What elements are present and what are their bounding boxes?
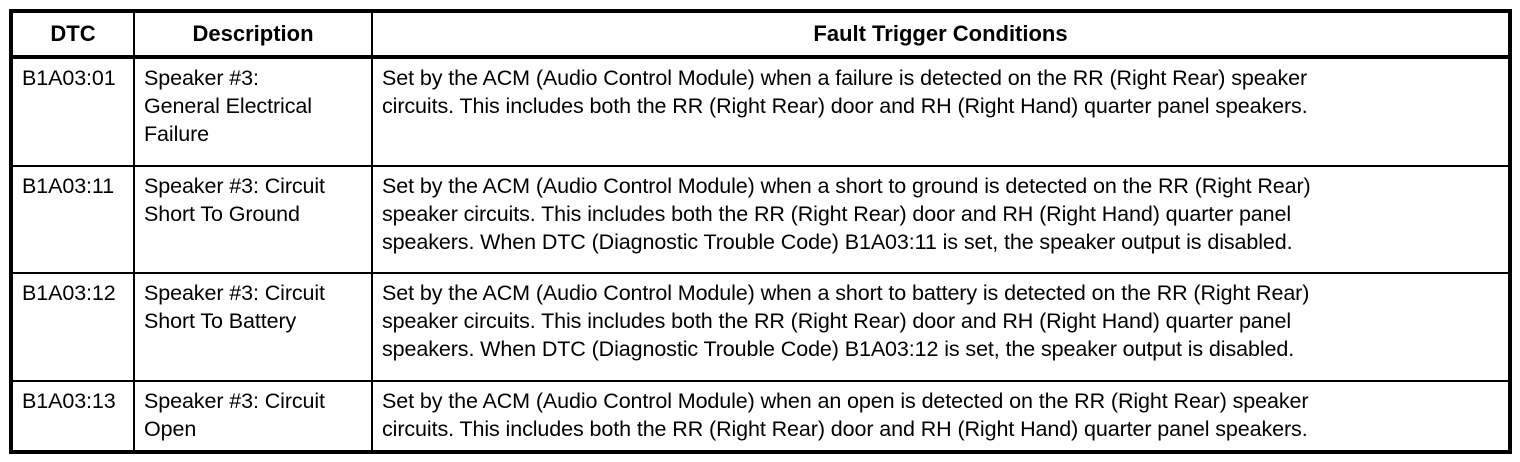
column-header-fault-trigger-conditions: Fault Trigger Conditions xyxy=(371,10,1511,59)
dtc-code-cell: B1A03:11 xyxy=(10,165,135,274)
dtc-code-cell: B1A03:12 xyxy=(10,272,135,382)
dtc-fault-table: DTC Description Fault Trigger Conditions… xyxy=(9,9,1512,454)
table-header: DTC Description Fault Trigger Conditions xyxy=(10,10,1511,59)
column-header-description: Description xyxy=(133,10,373,59)
table-row: B1A03:12 Speaker #3: Circuit Short To Ba… xyxy=(10,272,1511,382)
fault-trigger-conditions-cell: Set by the ACM (Audio Control Module) wh… xyxy=(371,56,1511,167)
fault-trigger-conditions-cell: Set by the ACM (Audio Control Module) wh… xyxy=(371,380,1511,453)
description-cell: Speaker #3: Circuit Open xyxy=(133,380,373,453)
dtc-code-cell: B1A03:01 xyxy=(10,56,135,167)
description-cell: Speaker #3: Circuit Short To Battery xyxy=(133,272,373,382)
table-row: B1A03:01 Speaker #3: General Electrical … xyxy=(10,56,1511,167)
dtc-code-cell: B1A03:13 xyxy=(10,380,135,453)
header-row: DTC Description Fault Trigger Conditions xyxy=(10,10,1511,59)
table-row: B1A03:11 Speaker #3: Circuit Short To Gr… xyxy=(10,165,1511,274)
description-cell: Speaker #3: Circuit Short To Ground xyxy=(133,165,373,274)
table-body: B1A03:01 Speaker #3: General Electrical … xyxy=(10,56,1511,453)
table-row: B1A03:13 Speaker #3: Circuit Open Set by… xyxy=(10,380,1511,453)
fault-trigger-conditions-cell: Set by the ACM (Audio Control Module) wh… xyxy=(371,272,1511,382)
description-cell: Speaker #3: General Electrical Failure xyxy=(133,56,373,167)
column-header-dtc: DTC xyxy=(10,10,135,59)
fault-trigger-conditions-cell: Set by the ACM (Audio Control Module) wh… xyxy=(371,165,1511,274)
